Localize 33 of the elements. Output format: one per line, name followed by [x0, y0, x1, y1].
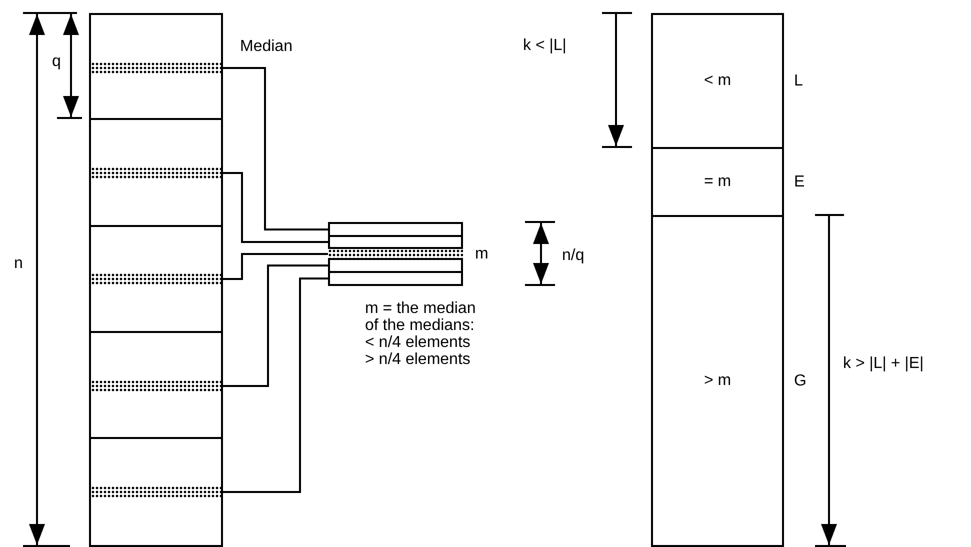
- annotation-text: q: [52, 53, 61, 70]
- median-stripe: [91, 167, 221, 179]
- median-stripe: [91, 273, 221, 285]
- annotation-text: n/q: [562, 247, 584, 264]
- side-label: G: [794, 371, 806, 391]
- partition-box: [89, 118, 223, 227]
- annotation-text: k < |L|: [523, 37, 566, 54]
- annotation-text: n: [14, 255, 23, 272]
- node-label: < m: [704, 71, 732, 91]
- leader-line: [221, 278, 328, 493]
- leader-line: [221, 253, 328, 280]
- median-stripe: [91, 380, 221, 392]
- median-stripe: [91, 62, 221, 74]
- annotation-text: m = the median of the medians: < n/4 elements > n/4 elements: [365, 300, 477, 368]
- side-label: m: [475, 244, 488, 264]
- node-label: > m: [704, 371, 732, 391]
- annotation-text: k > |L| + |E|: [843, 355, 924, 372]
- side-label: L: [794, 71, 803, 91]
- partition-box: [328, 258, 463, 273]
- leader-line: [221, 67, 328, 230]
- partition-box: [89, 331, 223, 439]
- partition-box: [89, 13, 223, 120]
- partition-box: [328, 222, 463, 237]
- partition-box: [89, 225, 223, 333]
- node-label: = m: [704, 172, 732, 192]
- side-label: E: [794, 172, 805, 192]
- annotation-text: Median: [240, 38, 292, 55]
- partition-box: [89, 437, 223, 547]
- leader-line: [221, 172, 328, 243]
- median-stripe: [91, 486, 221, 498]
- leader-line: [221, 264, 328, 387]
- partition-box: [328, 235, 463, 249]
- partition-box: [328, 271, 463, 286]
